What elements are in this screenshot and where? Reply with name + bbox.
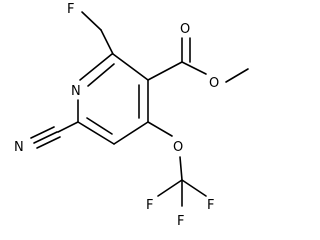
fluoromethyl-fluorine-label: F — [67, 2, 74, 17]
bond-ch2-ring — [100, 29, 114, 55]
chemical-structure-diagram: F N N O O O F F F — [14, 2, 249, 229]
bond-ring-n-c2 — [79, 53, 113, 81]
ring-nitrogen-label: N — [71, 84, 81, 99]
bond-ring-c2-c3 — [112, 53, 149, 81]
bond-carbonyl-ester-o — [181, 61, 207, 75]
bond-ester-o-methyl — [225, 68, 249, 83]
cf3-fluorine-right-label: F — [207, 198, 214, 213]
bond-cf3-f-right — [181, 179, 207, 197]
bond-ether-o-cf3 — [179, 156, 183, 181]
bond-nitrile-single — [57, 121, 79, 133]
bond-ring-carbonyl — [147, 61, 183, 81]
bond-f-ch2 — [81, 11, 102, 31]
bond-ring-c4-c5 — [113, 121, 149, 145]
bond-ring-ether-o — [147, 121, 173, 137]
bond-nitrile-triple-1 — [33, 131, 58, 144]
bond-ring-n-c2-double — [87, 63, 115, 87]
bond-ring-c5-c6-double — [86, 117, 113, 135]
nitrile-nitrogen-label: N — [14, 140, 24, 155]
bond-cf3-f-left — [157, 179, 183, 197]
cf3-fluorine-left-label: F — [146, 198, 153, 213]
bond-ring-c5-c6 — [77, 121, 115, 145]
ether-oxygen-label: O — [173, 140, 183, 155]
ester-oxygen-label: O — [209, 76, 219, 91]
bond-nitrile-triple-3 — [36, 136, 61, 149]
carbonyl-oxygen-label: O — [180, 22, 190, 37]
bond-nitrile-triple-2 — [30, 126, 55, 139]
cf3-fluorine-bottom-label: F — [177, 214, 184, 229]
